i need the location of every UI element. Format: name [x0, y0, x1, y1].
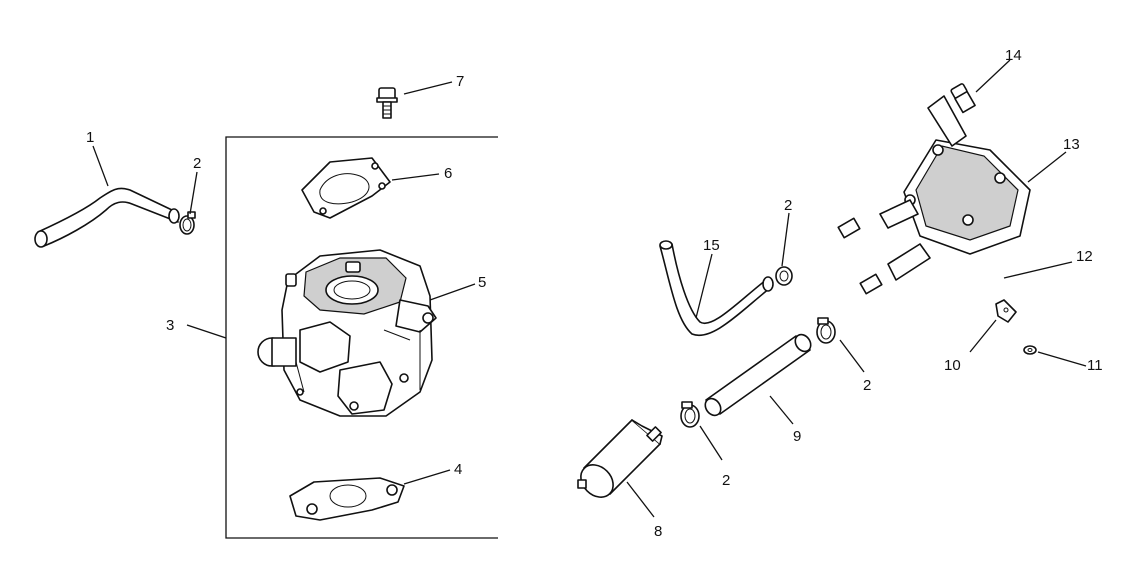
callout-7: 7 — [456, 73, 464, 90]
part-bolt-14 — [950, 83, 976, 114]
callout-11: 11 — [1087, 357, 1103, 374]
callout-13: 13 — [1063, 136, 1080, 153]
part-clamp-2c — [816, 317, 836, 344]
part-hose-9 — [704, 333, 812, 417]
part-washer-11 — [1023, 345, 1037, 355]
callout-3: 3 — [166, 317, 174, 334]
callout-2: 2 — [784, 197, 792, 214]
part-clamp-2a — [179, 211, 196, 235]
part-hose-15 — [659, 240, 774, 337]
callout-labels: 1 2 3 4 5 6 7 8 2 9 2 2 15 10 11 12 13 1… — [86, 47, 1103, 540]
callout-2: 2 — [863, 377, 871, 394]
callout-2: 2 — [193, 155, 201, 172]
callout-10: 10 — [944, 357, 961, 374]
part-bolt-7 — [376, 87, 398, 119]
callout-15: 15 — [703, 237, 720, 254]
part-gasket-6 — [301, 157, 391, 219]
part-clamp-2d — [775, 266, 793, 286]
callout-12: 12 — [1076, 248, 1093, 265]
part-clip-10 — [995, 299, 1017, 323]
part-fuel-pump-13 — [837, 95, 1031, 295]
callout-9: 9 — [793, 428, 801, 445]
part-carburetor-5 — [257, 249, 437, 417]
callout-8: 8 — [654, 523, 662, 540]
callout-2: 2 — [722, 472, 730, 489]
part-filter-8 — [577, 419, 663, 498]
leader-lines — [92, 59, 1087, 518]
callout-5: 5 — [478, 274, 486, 291]
part-clamp-2b — [680, 401, 700, 428]
callout-14: 14 — [1005, 47, 1022, 64]
part-gasket-4 — [289, 477, 405, 521]
callout-6: 6 — [444, 165, 452, 182]
callout-1: 1 — [86, 129, 94, 146]
part-hose-1 — [34, 187, 180, 248]
callout-4: 4 — [454, 461, 462, 478]
